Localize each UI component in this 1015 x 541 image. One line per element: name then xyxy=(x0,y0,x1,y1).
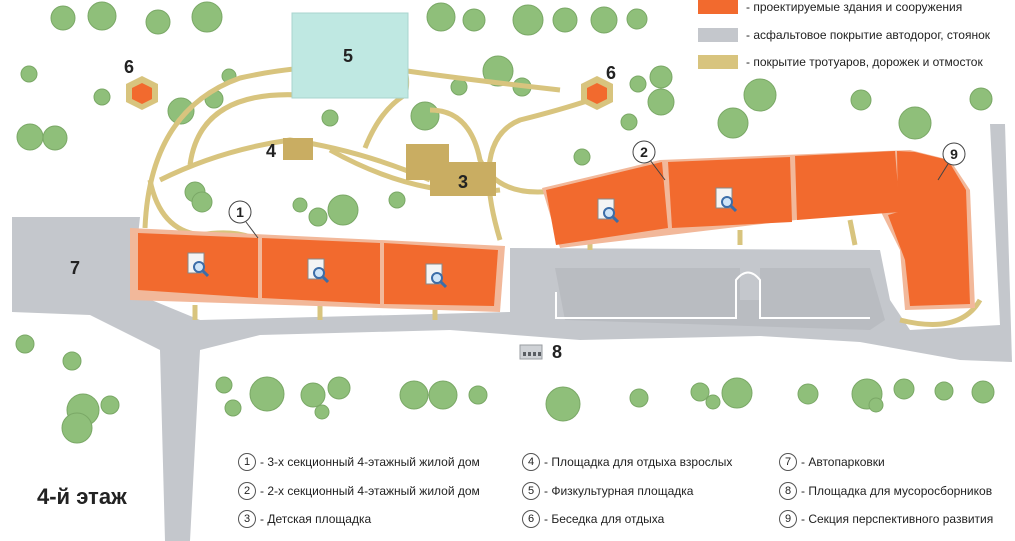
magnifier-document-icon[interactable] xyxy=(187,252,210,278)
magnifier-document-icon[interactable] xyxy=(597,198,620,224)
parking-bay-outline xyxy=(555,271,870,319)
label-6-right: 6 xyxy=(606,63,616,83)
key-item-5: 5- Физкультурная площадка xyxy=(522,482,693,500)
key-item-8: 8- Площадка для мусоросборников xyxy=(779,482,992,500)
label-1: 1 xyxy=(236,204,244,220)
key-item-2: 2- 2-х секционный 4-этажный жилой дом xyxy=(238,482,480,500)
legend-buildings: - проектируемые здания и сооружения xyxy=(698,0,962,14)
legend-label: - проектируемые здания и сооружения xyxy=(746,0,963,14)
adult-rest-area-4 xyxy=(283,138,313,160)
section-9 xyxy=(888,151,970,306)
label-3: 3 xyxy=(458,172,468,192)
legend-asphalt: - асфальтовое покрытие автодорог, стояно… xyxy=(698,28,990,42)
key-item-9: 9- Секция перспективного развития xyxy=(779,510,993,528)
floor-label: 4-й этаж xyxy=(37,484,127,509)
legend-swatch-buildings xyxy=(698,0,738,14)
key-item-1: 1- 3-х секционный 4-этажный жилой дом xyxy=(238,453,480,471)
legend-label: - покрытие тротуаров, дорожек и отмосток xyxy=(746,55,983,69)
key-item-7: 7- Автопарковки xyxy=(779,453,885,471)
label-8: 8 xyxy=(552,342,562,362)
magnifier-document-icon[interactable] xyxy=(715,187,738,213)
sports-field-5 xyxy=(291,12,409,99)
legend-paths: - покрытие тротуаров, дорожек и отмосток xyxy=(698,55,983,69)
playground-3 xyxy=(406,144,496,196)
legend-swatch-asphalt xyxy=(698,28,738,42)
label-7: 7 xyxy=(70,258,80,278)
legend-swatch-paths xyxy=(698,55,738,69)
key-item-3: 3- Детская площадка xyxy=(238,510,371,528)
magnifier-document-icon[interactable] xyxy=(425,263,448,289)
magnifier-document-icon[interactable] xyxy=(307,258,330,284)
label-6-left: 6 xyxy=(124,57,134,77)
legend-label: - асфальтовое покрытие автодорог, стояно… xyxy=(746,28,990,42)
key-item-4: 4- Площадка для отдыха взрослых xyxy=(522,453,732,471)
label-5: 5 xyxy=(343,46,353,66)
asphalt-areas xyxy=(12,124,1012,541)
label-9: 9 xyxy=(950,146,958,162)
label-2: 2 xyxy=(640,144,648,160)
trees xyxy=(15,1,995,444)
label-4: 4 xyxy=(266,141,276,161)
key-item-6: 6- Беседка для отдыха xyxy=(522,510,664,528)
